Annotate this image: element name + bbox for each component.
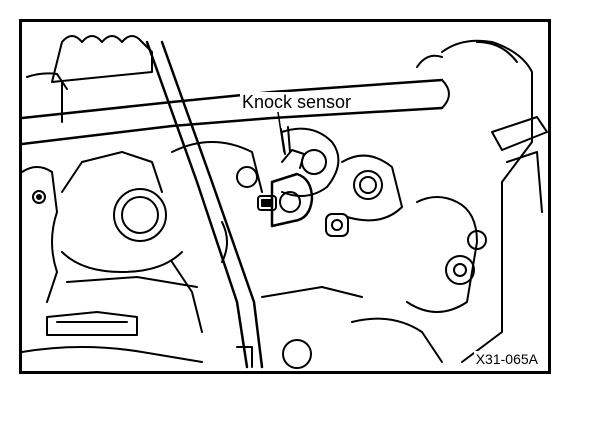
knock-sensor-label: Knock sensor: [240, 92, 354, 112]
diagram-frame: Knock sensor X31-065A: [19, 19, 551, 374]
figure-id: X31-065A: [473, 351, 540, 367]
engine-block-illustration: [22, 35, 548, 369]
